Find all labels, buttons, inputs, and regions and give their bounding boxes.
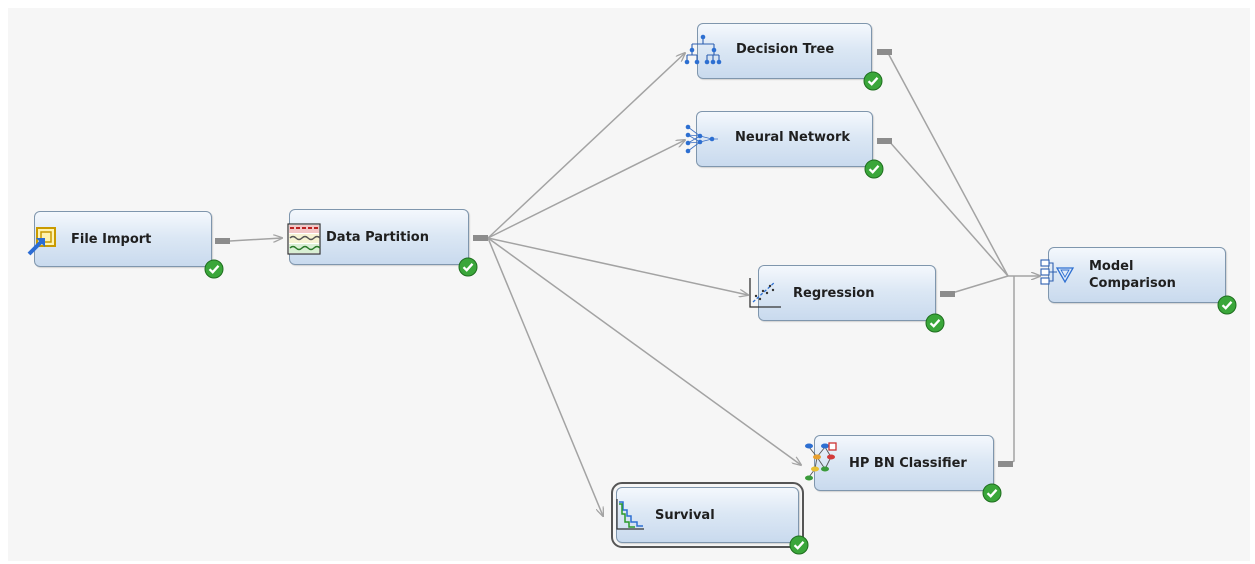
node-label: Regression	[793, 285, 875, 301]
node-label: Model Comparison	[1089, 259, 1176, 291]
connection-hp-bn-classifier-model-comparison[interactable]	[1007, 276, 1015, 465]
status-check-icon	[458, 257, 478, 277]
node-label: Data Partition	[326, 229, 429, 245]
status-check-icon	[1217, 295, 1237, 315]
connection-decision-tree-model-comparison[interactable]	[887, 52, 1009, 277]
node-label: HP BN Classifier	[849, 455, 967, 471]
connection-data-partition-neural-network[interactable]	[487, 140, 685, 239]
bayesian-network-icon	[803, 441, 843, 487]
output-port[interactable]	[473, 235, 488, 241]
connection-data-partition-survival[interactable]	[487, 237, 603, 516]
decision-tree-icon	[684, 33, 722, 73]
output-port[interactable]	[215, 238, 230, 244]
model-comparison-icon	[1039, 258, 1077, 292]
node-data-partition[interactable]: Data Partition	[287, 209, 469, 265]
node-model-comparison[interactable]: Model Comparison	[1040, 247, 1226, 303]
status-check-icon	[204, 259, 224, 279]
output-port[interactable]	[877, 49, 892, 55]
output-port[interactable]	[877, 138, 892, 144]
file-import-icon	[25, 224, 59, 262]
node-label: Survival	[655, 507, 715, 523]
status-check-icon	[863, 71, 883, 91]
connection-regression-model-comparison[interactable]	[951, 275, 1009, 294]
status-check-icon	[982, 483, 1002, 503]
status-check-icon	[789, 535, 809, 555]
node-label: Neural Network	[735, 129, 851, 145]
connection-data-partition-decision-tree[interactable]	[487, 53, 685, 239]
status-check-icon	[925, 313, 945, 333]
connections-layer	[229, 8, 1250, 561]
node-label: File Import	[71, 231, 152, 247]
node-survival[interactable]: Survival	[611, 482, 804, 548]
node-regression[interactable]: Regression	[749, 265, 936, 321]
node-hp-bn-classifier[interactable]: HP BN Classifier	[805, 435, 994, 491]
status-check-icon	[864, 159, 884, 179]
node-label: Decision Tree	[736, 41, 835, 57]
process-flow-diagram: File Import Data Partition	[8, 8, 1250, 561]
regression-icon	[747, 276, 783, 314]
node-decision-tree[interactable]: Decision Tree	[684, 23, 872, 79]
data-partition-icon	[287, 223, 321, 259]
connection-data-partition-regression[interactable]	[487, 237, 748, 295]
node-neural-network[interactable]: Neural Network	[685, 111, 873, 167]
output-port[interactable]	[998, 461, 1013, 467]
neural-network-icon	[684, 122, 720, 162]
connection-neural-network-model-comparison[interactable]	[887, 139, 1009, 277]
survival-curve-icon	[615, 498, 645, 536]
node-file-import[interactable]: File Import	[27, 211, 212, 267]
connection-file-import-data-partition[interactable]	[229, 238, 282, 241]
connection-data-partition-hp-bn-classifier[interactable]	[487, 237, 801, 465]
output-port[interactable]	[940, 291, 955, 297]
